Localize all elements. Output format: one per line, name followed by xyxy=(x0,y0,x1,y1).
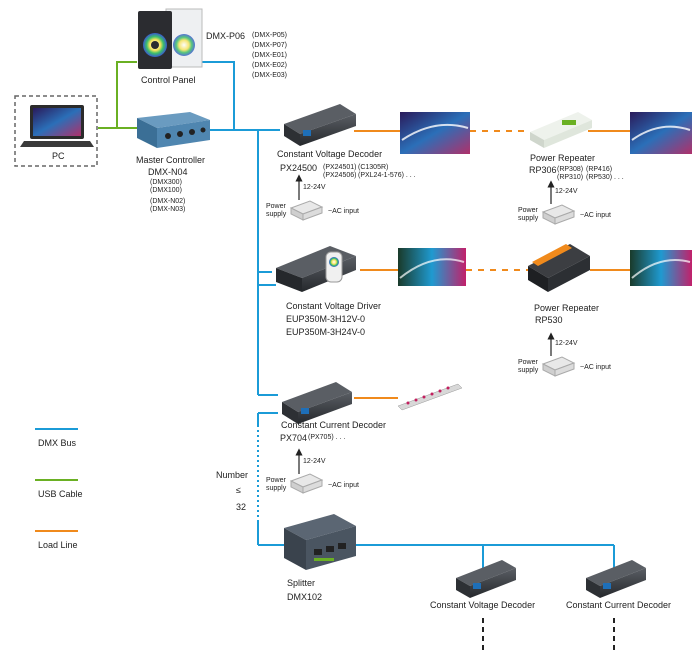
power-supply-label: Power xyxy=(266,477,286,484)
splitter-label: Splitter xyxy=(287,578,316,588)
power-supply-label: supply xyxy=(266,485,287,492)
bottom-cv-decoder-label: Constant Voltage Decoder xyxy=(430,600,536,610)
control-panel-variant: (DMX-E02) xyxy=(252,62,288,69)
master-controller-label: Master Controller xyxy=(136,155,206,165)
dmx-bus-lines xyxy=(198,61,615,568)
power-supply-label: supply xyxy=(518,215,539,222)
control-panel-device xyxy=(138,8,203,69)
control-panel-model: DMX-P06 xyxy=(206,31,246,41)
cv-driver-device xyxy=(276,246,356,292)
cv-driver-label: Constant Voltage Driver xyxy=(286,301,382,311)
power-supply-label: Power xyxy=(518,359,538,366)
cc-decoder-device xyxy=(282,382,352,424)
splitter-model: DMX102 xyxy=(287,592,323,602)
voltage-arrows xyxy=(295,174,555,474)
bottom-cc-decoder-label: Constant Current Decoder xyxy=(566,600,672,610)
master-controller-device xyxy=(137,112,210,148)
cv-driver-model: EUP350M-3H24V-0 xyxy=(286,327,366,337)
cv-decoder-label: Constant Voltage Decoder xyxy=(277,149,383,159)
number-label: Number xyxy=(216,470,249,480)
legend-dmx-label: DMX Bus xyxy=(38,438,77,448)
repeater1-variant: (RP416) xyxy=(586,166,613,173)
cv-decoder-device xyxy=(284,104,356,146)
voltage-label: 12-24V xyxy=(303,458,326,465)
power-supply-label: supply xyxy=(266,211,287,218)
control-panel-variant: (DMX-E03) xyxy=(252,72,288,79)
led-strip-image-3 xyxy=(398,248,466,286)
power-repeater-rp530-device xyxy=(528,244,590,292)
led-strip-image-4 xyxy=(630,250,692,286)
pc-laptop xyxy=(14,95,98,167)
voltage-label: 12-24V xyxy=(555,340,578,347)
power-supply-label: Power xyxy=(266,203,286,210)
ac-input-label: ~AC input xyxy=(328,482,359,489)
repeater1-model: RP306 xyxy=(529,165,557,175)
repeater1-variant: (RP310) xyxy=(557,174,584,181)
bottom-cc-decoder-device xyxy=(586,560,646,598)
usb-cable-lines xyxy=(98,61,137,129)
legend-usb-label: USB Cable xyxy=(38,489,83,499)
power-repeater-rp306-device xyxy=(530,112,592,148)
ac-input-label: ~AC input xyxy=(580,364,611,371)
number-symbol: ≤ xyxy=(236,485,241,495)
power-supply-label: supply xyxy=(518,367,539,374)
wall-washer-light xyxy=(397,383,463,411)
repeater2-model: RP530 xyxy=(535,315,563,325)
cv-decoder-variant: (PX24501) xyxy=(323,164,357,171)
ac-input-label: ~AC input xyxy=(580,212,611,219)
cc-decoder-label: Constant Current Decoder xyxy=(281,420,387,430)
repeater1-label: Power Repeater xyxy=(530,153,596,163)
led-strip-image-1 xyxy=(400,112,470,154)
master-controller-model: DMX-N04 xyxy=(148,167,188,177)
number-value: 32 xyxy=(236,502,247,512)
cv-decoder-variant: (PXL24-1-576) . . . xyxy=(358,172,416,179)
led-strip-image-2 xyxy=(630,112,692,154)
control-panel-label: Control Panel xyxy=(141,75,196,85)
ac-input-label: ~AC input xyxy=(328,208,359,215)
control-panel-variant: (DMX-P07) xyxy=(252,42,288,49)
legend-lines xyxy=(35,428,78,532)
master-variant: (DMX-N02) xyxy=(150,198,186,205)
cv-decoder-model: PX24500 xyxy=(280,163,318,173)
voltage-label: 12-24V xyxy=(555,188,578,195)
cv-decoder-variant: (C1305R) xyxy=(358,164,389,171)
control-panel-variant: (DMX-P05) xyxy=(252,32,288,39)
pc-label: PC xyxy=(52,151,65,161)
cv-driver-model: EUP350M-3H12V-0 xyxy=(286,314,366,324)
power-supply-label: Power xyxy=(518,207,538,214)
master-variant: (DMX100) xyxy=(150,187,182,194)
repeater1-variant: (RP308) xyxy=(557,166,584,173)
load-lines xyxy=(354,130,630,399)
repeater1-variant: (RP530) . . . xyxy=(586,174,624,181)
bottom-cv-decoder-device xyxy=(456,560,516,598)
control-panel-variant: (DMX-E01) xyxy=(252,52,288,59)
cc-decoder-variant: (PX705) . . . xyxy=(308,434,346,441)
splitter-device xyxy=(284,514,356,570)
legend-load-label: Load Line xyxy=(38,540,78,550)
cv-decoder-variant: (PX24506) xyxy=(323,172,357,179)
continuation-dashes xyxy=(482,618,615,650)
master-variant: (DMX300) xyxy=(150,179,182,186)
voltage-label: 12-24V xyxy=(303,184,326,191)
power-supply-icons xyxy=(289,200,576,494)
master-variant: (DMX-N03) xyxy=(150,206,186,213)
repeater2-label: Power Repeater xyxy=(534,303,600,313)
cc-decoder-model: PX704 xyxy=(280,433,308,443)
